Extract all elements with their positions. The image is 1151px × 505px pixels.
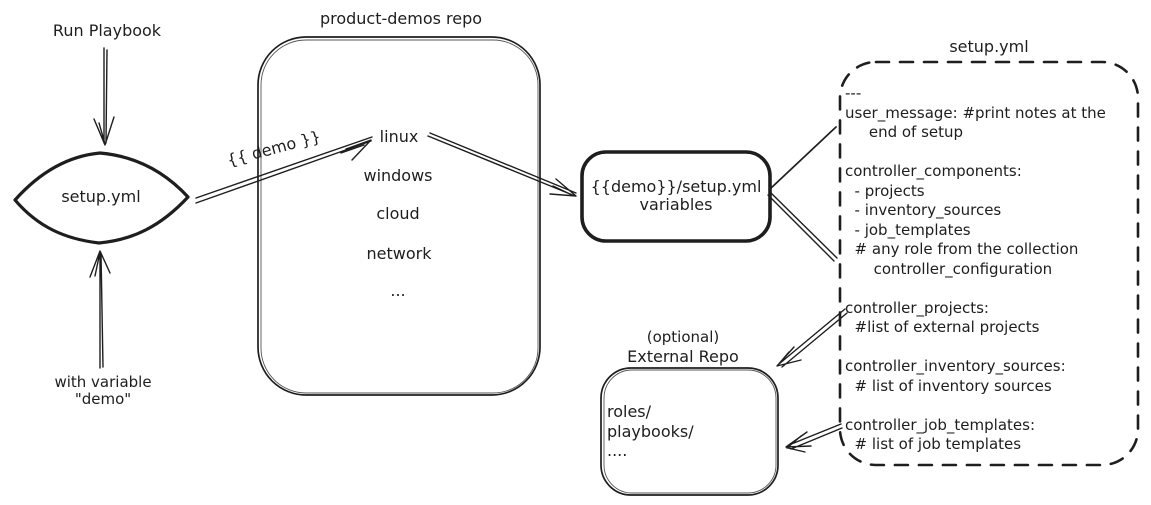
external-repo-box [600,367,779,496]
repo-item-ellipsis: ... [390,281,406,300]
external-repo-title: External Repo [627,347,739,366]
external-repo-content: roles/ playbooks/ .... [607,402,694,460]
arrow-linux-to-variables [427,132,577,197]
diamond-setup-yml-shape [13,151,190,245]
setup-yml-title: setup.yml [949,37,1029,56]
external-repo-heading: (optional) External Repo [627,328,739,366]
arrow-with-variable [89,250,111,369]
repo-title: product-demos repo [319,9,483,28]
repo-item-network: network [366,244,432,263]
variables-box-line1: {{demo}}/setup.yml [590,177,762,196]
with-variable-line1: with variable [54,373,152,391]
arrow-demo [195,136,373,204]
repo-item-linux: linux [379,127,419,146]
variables-box-line2: variables [639,195,713,214]
setup-yml-box [838,60,1140,467]
external-repo-box-sketch [603,369,777,494]
repo-box-sketch [260,39,539,394]
with-variable-line2: "demo" [74,390,132,409]
arrow-run-playbook [93,47,115,146]
variables-box-label: {{demo}}/setup.yml variables [591,178,762,214]
diamond-label: setup.yml [61,187,141,206]
connector-variables-to-setup-top [769,126,837,190]
external-repo-optional: (optional) [646,328,720,346]
repo-box [257,36,541,396]
repo-item-cloud: cloud [376,204,420,223]
run-playbook-label: Run Playbook [52,21,162,40]
repo-item-windows: windows [363,166,433,185]
arrow-setup-to-external-top [776,308,848,368]
with-variable-label: with variable "demo" [54,373,152,409]
connector-variables-to-setup-bottom [767,191,838,262]
arrow-setup-to-external-bottom [785,423,843,453]
setup-yaml-content: --- user_message: #print notes at the en… [845,84,1106,453]
